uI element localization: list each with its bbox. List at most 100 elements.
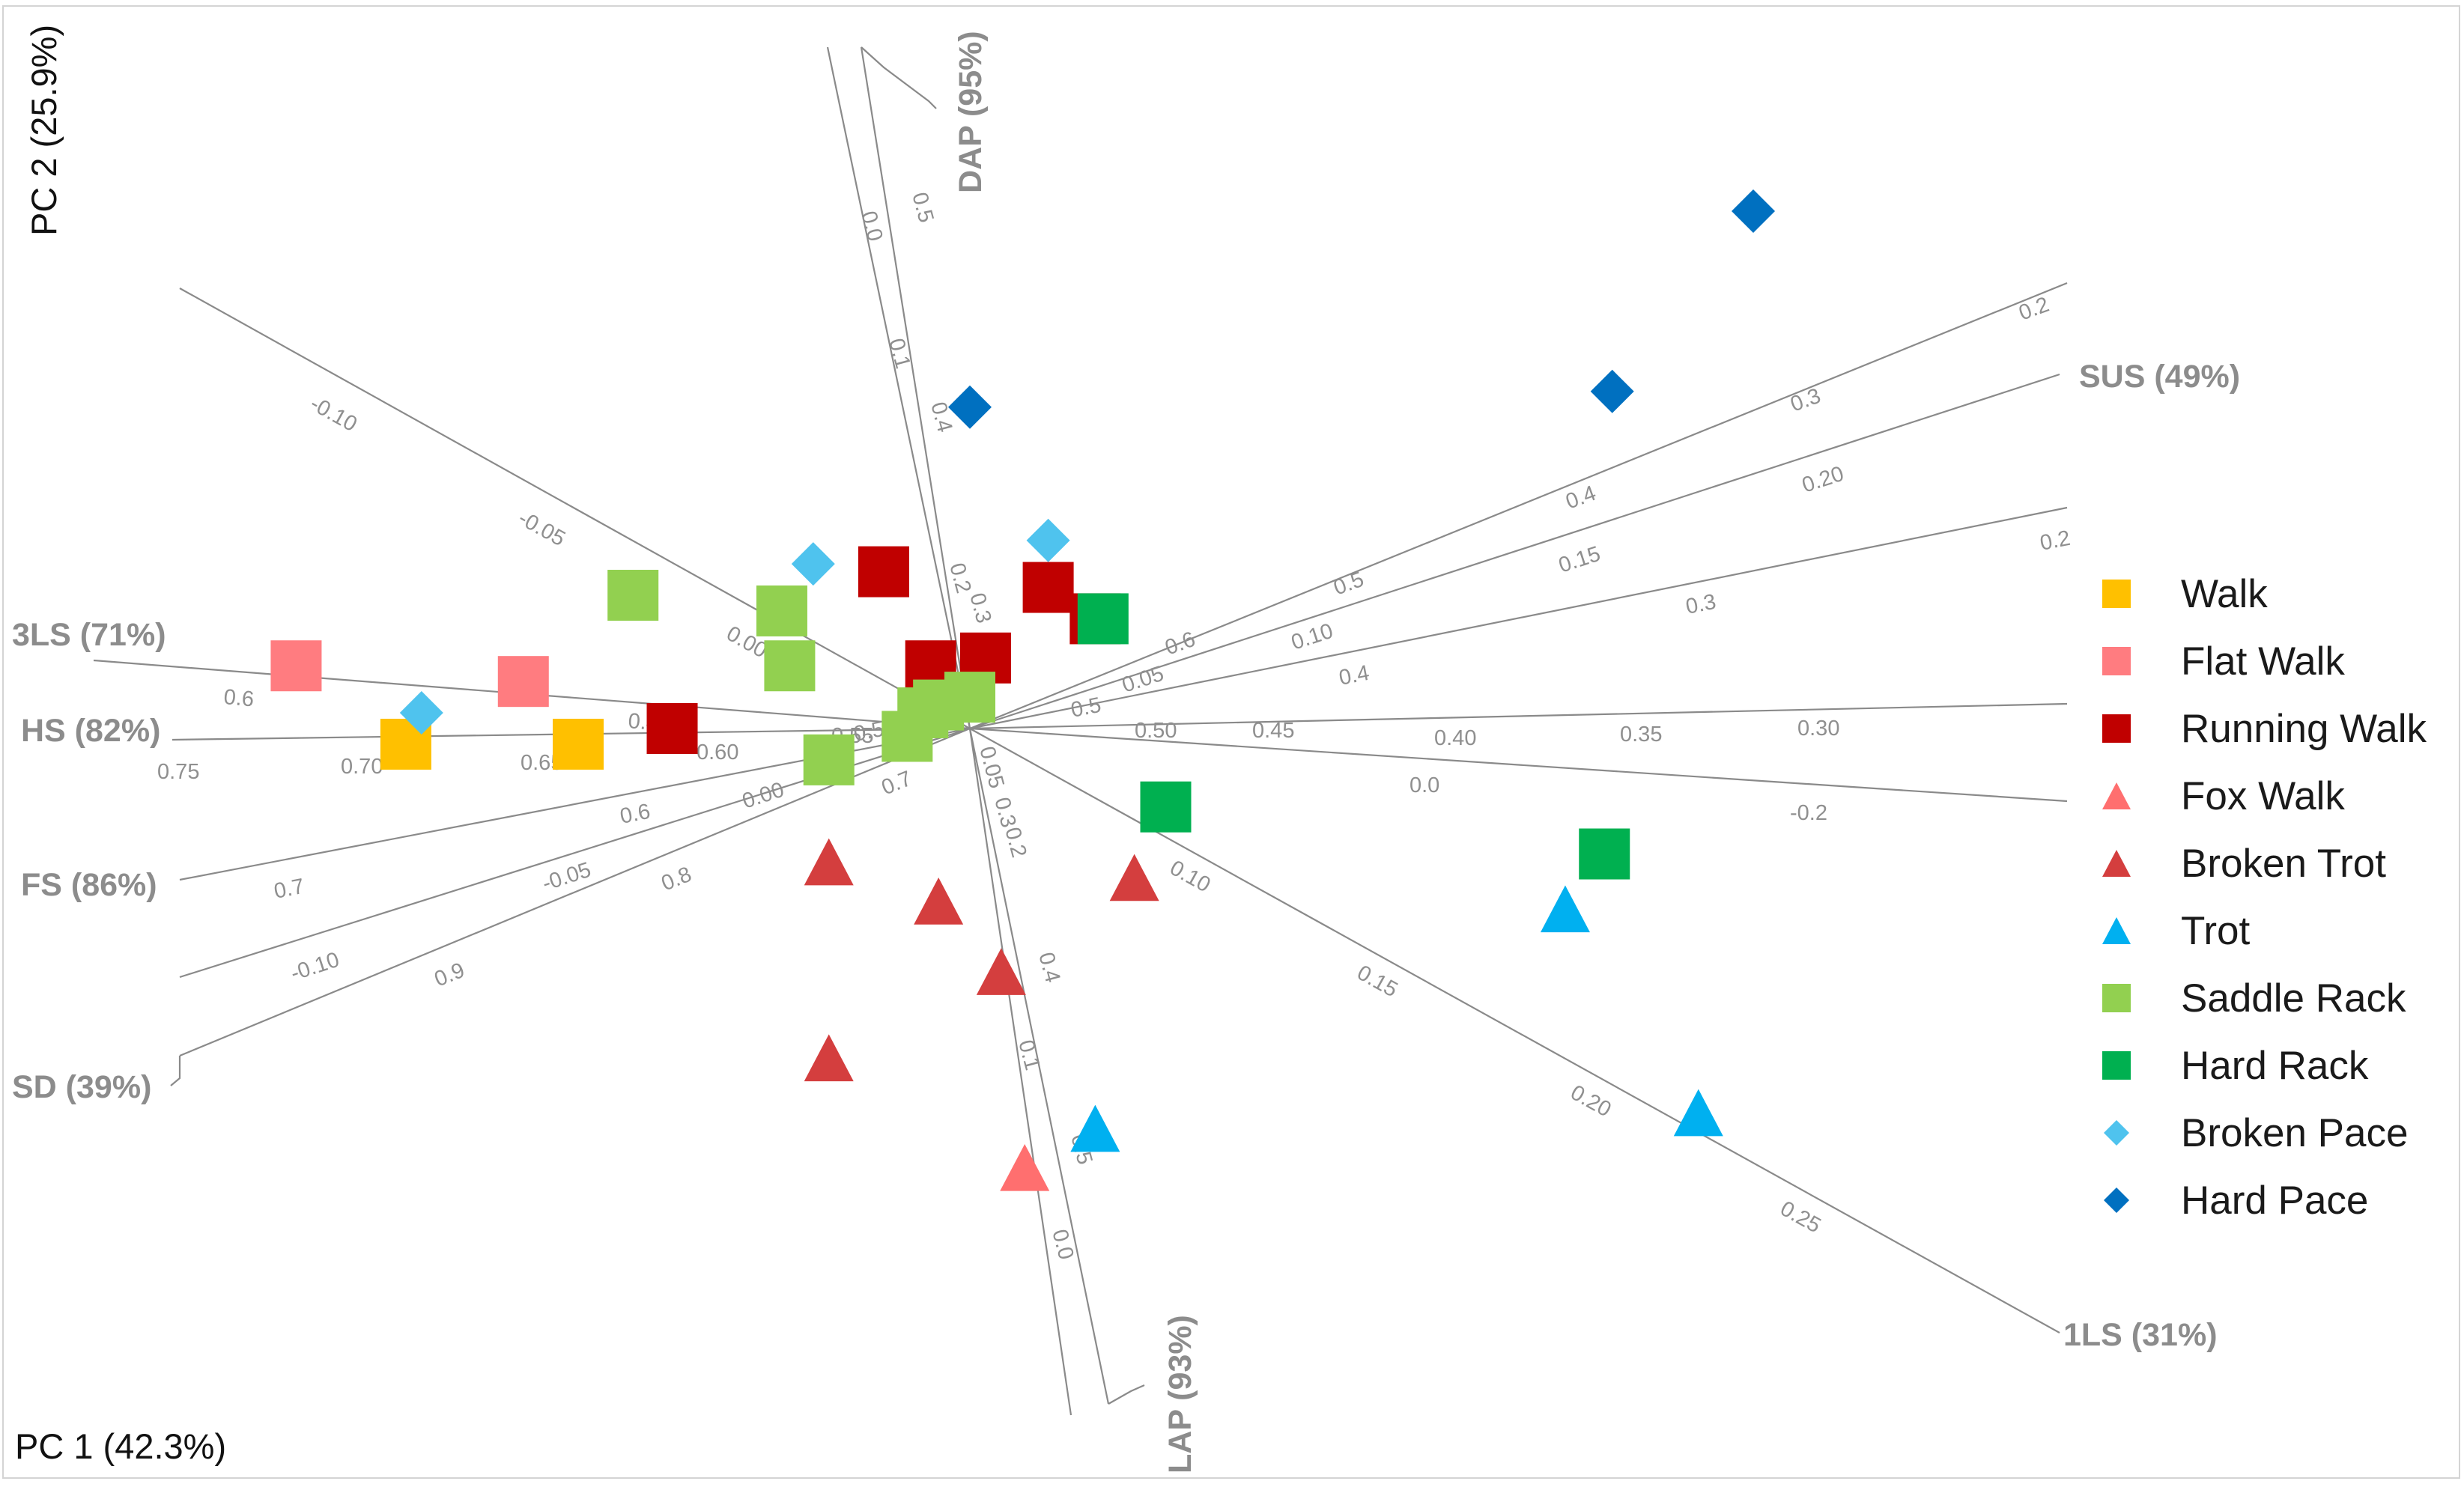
data-point-trot-1 <box>1540 885 1590 933</box>
data-point-saddle-rack-1 <box>756 585 807 636</box>
data-point-broken-pace-2 <box>1026 518 1070 562</box>
axis-line-sus-b <box>969 373 2060 730</box>
legend-item-hard-pace: Hard Pace <box>2104 1179 2368 1223</box>
tick-sus-10: 0.3 <box>1684 590 1718 619</box>
data-point-broken-trot-3 <box>1109 854 1159 901</box>
tick-hs-0: 0.75 <box>157 760 199 784</box>
data-point-flat-walk-1 <box>497 656 549 708</box>
series-saddle-rack <box>607 570 995 785</box>
data-point-hard-pace-2 <box>1732 189 1775 233</box>
tick-fs-2: 0.5 <box>852 717 886 746</box>
var-label-sus: SUS (49%) <box>2079 359 2240 395</box>
axis-line-lap-b <box>968 728 1110 1405</box>
axis-line-sus-a <box>969 282 2068 730</box>
legend-item-broken-trot: Broken Trot <box>2102 842 2386 886</box>
data-point-trot-2 <box>1673 1089 1723 1137</box>
tick-sus-11: 0.4 <box>1337 661 1371 690</box>
tick-sus-1: 0.3 <box>1787 384 1824 417</box>
legend-label: Trot <box>2181 909 2251 953</box>
axis-line-hs-right <box>969 702 2068 730</box>
tick-sus-0: 0.2 <box>2015 293 2052 326</box>
series-broken-pace <box>399 518 1070 735</box>
data-point-fox-walk-0 <box>1000 1143 1050 1191</box>
legend-symbol <box>2102 849 2131 878</box>
tick-fs-5: -0.10 <box>288 948 342 986</box>
legend-label: Running Walk <box>2181 707 2427 751</box>
legend-label: Broken Trot <box>2181 842 2386 886</box>
legend-label: Flat Walk <box>2181 639 2345 684</box>
data-point-broken-pace-1 <box>791 542 835 586</box>
legend-item-trot: Trot <box>2102 909 2251 953</box>
tick-dap-0-2: 0.2 <box>944 561 975 596</box>
legend-symbol <box>2102 1051 2131 1080</box>
legend-symbol <box>2102 782 2131 810</box>
legend-item-running-walk: Running Walk <box>2102 707 2427 751</box>
tick-dap-0-0: 0.0 <box>856 209 887 244</box>
tick-lap-3: 0.4 <box>1034 950 1064 985</box>
data-point-saddle-rack-2 <box>764 640 816 692</box>
data-markers <box>270 189 1775 1191</box>
var-label-dap: DAP (95%) <box>953 31 989 193</box>
tick-hs-5: 0.50 <box>1135 719 1177 743</box>
plot-border <box>2 5 2460 1479</box>
legend-symbol <box>2102 984 2131 1012</box>
data-point-walk-1 <box>553 718 604 770</box>
tick-sd-1: 0.8 <box>658 863 695 896</box>
series-broken-trot <box>804 838 1159 1082</box>
tick-1ls-3: 0.25 <box>1776 1196 1825 1238</box>
legend-symbol <box>2102 714 2131 743</box>
series-hard-rack <box>1077 593 1630 880</box>
legend-label: Broken Pace <box>2181 1111 2408 1155</box>
tick-lap-0: 0.05 <box>974 744 1009 791</box>
data-point-broken-trot-1 <box>914 877 964 925</box>
legend-item-hard-rack: Hard Rack <box>2102 1044 2369 1088</box>
legend-symbol <box>2104 1188 2129 1213</box>
tick-sd-0: 0.9 <box>431 958 468 992</box>
data-point-broken-trot-2 <box>976 948 1026 995</box>
tick-sd-3: 0.0 <box>1409 773 1439 797</box>
tick-hs-7: 0.40 <box>1434 726 1476 750</box>
tick-dap-0-1: 0.1 <box>884 336 914 371</box>
data-point-hard-pace-1 <box>1590 369 1634 413</box>
legend-item-saddle-rack: Saddle Rack <box>2102 976 2406 1021</box>
tick-1ls-2: 0.20 <box>1567 1080 1615 1122</box>
data-point-broken-trot-4 <box>804 1034 854 1082</box>
data-point-broken-trot-0 <box>804 838 854 886</box>
legend-label: Walk <box>2181 572 2268 616</box>
tick-hs-1: 0.70 <box>341 755 383 779</box>
legend-item-flat-walk: Flat Walk <box>2102 639 2345 684</box>
legend-label: Hard Pace <box>2181 1179 2368 1223</box>
legend-label: Hard Rack <box>2181 1044 2369 1088</box>
data-point-hard-pace-0 <box>948 385 992 429</box>
tick-3ls-3: 0.6 <box>222 685 255 711</box>
data-point-trot-0 <box>1070 1104 1120 1152</box>
tick-sd-4: -0.2 <box>1790 801 1827 825</box>
axis-line-3ls <box>179 288 971 729</box>
tick-3ls-1: -0.05 <box>515 506 569 551</box>
data-point-saddle-rack-7 <box>944 672 995 723</box>
axis-line-sus-c <box>969 506 2068 730</box>
series-walk <box>380 718 604 770</box>
tick-sd-2: 0.7 <box>879 767 915 800</box>
axis-line-lap-a <box>968 728 1072 1416</box>
tick-3ls-0: -0.10 <box>306 392 361 437</box>
tick-sus-8: 0.05 <box>1119 662 1167 698</box>
legend-label: Saddle Rack <box>2181 976 2406 1021</box>
legend-item-fox-walk: Fox Walk <box>2102 774 2345 818</box>
var-label-fs: FS (86%) <box>21 867 157 903</box>
legend-item-broken-pace: Broken Pace <box>2104 1111 2408 1155</box>
legend-symbol <box>2102 580 2131 608</box>
data-point-saddle-rack-0 <box>607 570 659 621</box>
data-point-hard-rack-1 <box>1140 781 1192 833</box>
data-point-running-walk-0 <box>646 703 698 754</box>
data-point-running-walk-4 <box>1022 562 1074 613</box>
tick-hs-3: 0.60 <box>697 741 738 764</box>
tick-dap-0-3: 0.3 <box>965 591 995 626</box>
tick-1ls-1: 0.15 <box>1353 961 1402 1002</box>
var-label-1ls: 1LS (31%) <box>2063 1317 2218 1353</box>
tick-sus-6: 0.15 <box>1556 542 1603 578</box>
pc1-axis-label: PC 1 (42.3%) <box>15 1426 226 1466</box>
tick-fs-1: 0.6 <box>618 800 652 829</box>
